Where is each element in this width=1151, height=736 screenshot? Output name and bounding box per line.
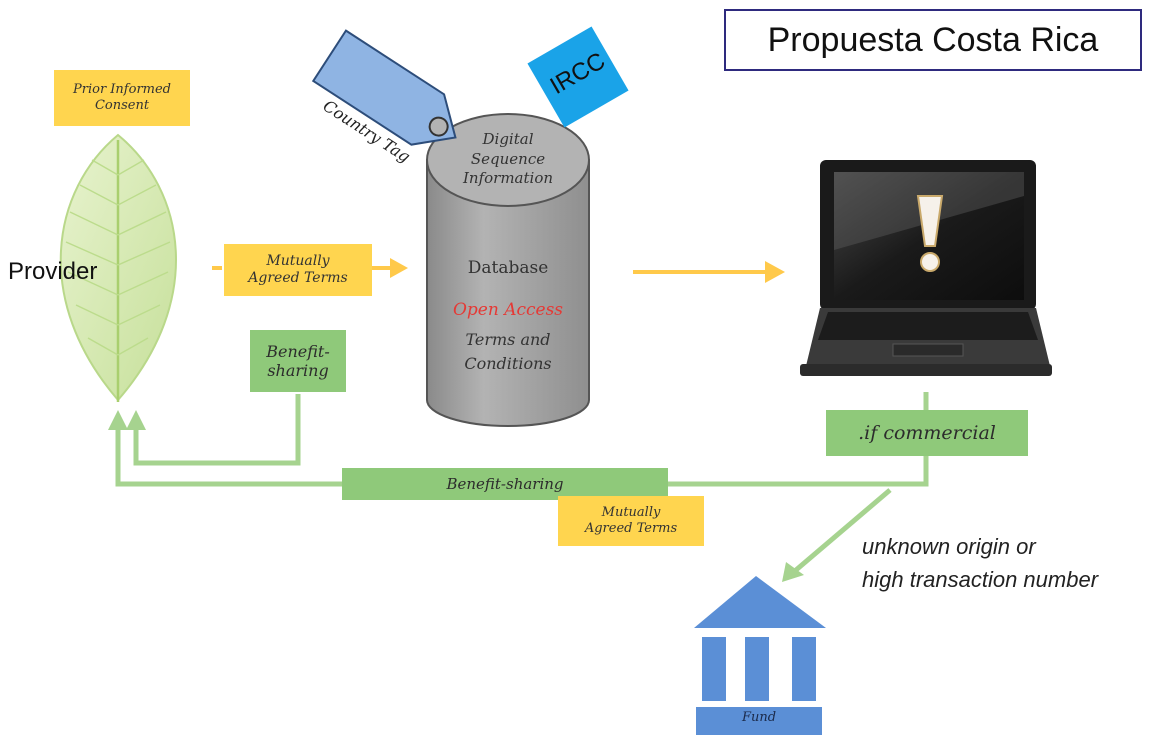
database-cylinder (426, 113, 590, 427)
open-access-label: Open Access (452, 300, 564, 320)
prior-consent-line-2: Consent (94, 98, 150, 113)
ircc-badge (527, 26, 629, 128)
prior-consent-line-1: Prior Informed (73, 81, 171, 97)
prior-informed-consent-box: Prior Informed Consent (54, 70, 190, 126)
if-commercial-box: .if commercial (826, 410, 1028, 456)
terms-conditions-label: Terms and Conditions (430, 328, 586, 376)
origin-line-2: high transaction number (862, 567, 1099, 592)
mat-bottom-line-2: Agreed Terms (584, 521, 678, 536)
origin-line-1: unknown origin or (862, 534, 1036, 559)
terms-line-2: Conditions (464, 354, 552, 373)
unknown-origin-note: unknown origin or high transaction numbe… (862, 530, 1151, 596)
yellow-arrows (212, 258, 785, 283)
green-arrowheads (108, 410, 804, 582)
leaf-icon (59, 133, 177, 402)
dsi-label: Digital Sequence Information (444, 130, 572, 189)
warning-icon (916, 195, 944, 272)
page-title: Propuesta Costa Rica (724, 9, 1142, 71)
bs-vertical-line-2: sharing (267, 361, 329, 380)
terms-line-1: Terms and (465, 330, 551, 349)
benefit-sharing-box-vertical: Benefit- sharing (250, 330, 346, 392)
mutually-agreed-terms-top: Mutually Agreed Terms (224, 244, 372, 296)
dsi-line-2: Sequence (470, 149, 546, 168)
database-label: Database (467, 258, 549, 278)
dsi-line-3: Information (462, 169, 554, 187)
fund-label: Fund (741, 710, 777, 725)
mat-top-line-1: Mutually (266, 252, 330, 269)
bank-icon (694, 576, 826, 735)
mat-top-line-2: Agreed Terms (248, 270, 348, 286)
country-tag (311, 29, 457, 146)
dsi-line-1: Digital (482, 130, 534, 148)
benefit-sharing-box-horizontal: Benefit-sharing (342, 468, 668, 500)
mutually-agreed-terms-bottom: Mutually Agreed Terms (558, 496, 704, 546)
provider-label: Provider (8, 258, 98, 285)
mat-bottom-line-1: Mutually (601, 504, 661, 520)
bs-vertical-line-1: Benefit- (266, 341, 330, 361)
